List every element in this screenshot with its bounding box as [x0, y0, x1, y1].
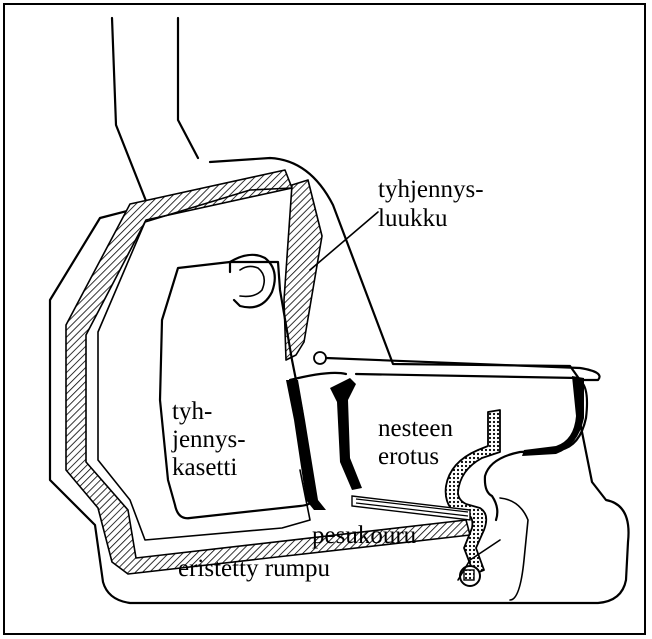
drain-hatch — [284, 180, 322, 360]
label-insulated-drum: eristetty rumpu — [178, 555, 331, 582]
label-drain-cassette-line1: tyh- — [172, 398, 212, 425]
liquid-separation-funnel — [446, 410, 500, 574]
label-liquid-separation-line2: erotus — [378, 443, 439, 470]
label-drain-cassette-line2: jennys- — [171, 426, 246, 453]
label-drain-cassette-line3: kasetti — [172, 454, 237, 481]
label-drain-hatch-line1: tyhjennys- — [378, 176, 484, 203]
label-drain-hatch-line2: luukku — [378, 205, 448, 232]
label-wash-gutter: pesukouru — [312, 522, 417, 549]
label-liquid-separation-line1: nesteen — [378, 415, 453, 442]
separator-wall-left — [286, 380, 326, 510]
separator-wall-right — [330, 378, 362, 490]
vent-pipe — [112, 18, 198, 206]
bowl-top-rim — [290, 373, 346, 380]
